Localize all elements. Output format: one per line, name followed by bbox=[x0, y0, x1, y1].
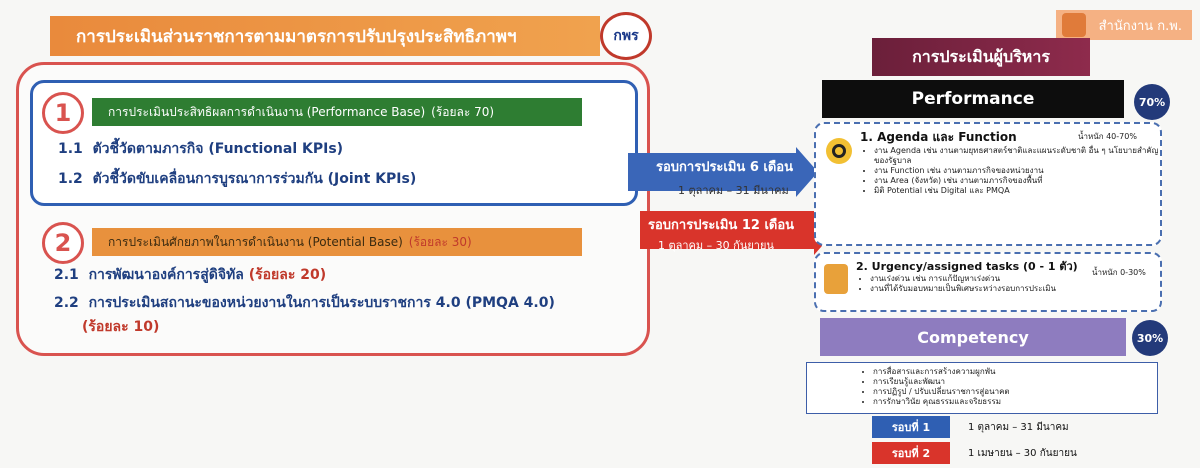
item-number: 1.1 bbox=[58, 141, 83, 157]
section2-heading: การประเมินศักยภาพในการดำเนินงาน (Potenti… bbox=[108, 234, 403, 249]
section1-heading: การประเมินประสิทธิผลการดำเนินงาน (Perfor… bbox=[108, 104, 426, 119]
hourglass-icon bbox=[824, 264, 848, 294]
page-title: การประเมินส่วนราชการตามมาตรการปรับปรุงปร… bbox=[50, 16, 600, 56]
urgency-title: 2. Urgency/assigned tasks (0 - 1 ตัว) bbox=[856, 260, 1078, 273]
list-item: งาน Function เช่น งานตามภารกิจของหน่วยงา… bbox=[874, 166, 1164, 176]
opdc-logo: กพร bbox=[600, 12, 652, 60]
list-item: การสื่อสารและการสร้างความผูกพัน bbox=[873, 367, 1163, 377]
section2-heading-pct: (ร้อยละ 30) bbox=[408, 234, 472, 249]
round-2-badge: รอบที่ 2 bbox=[872, 442, 950, 464]
urgency-box: 2. Urgency/assigned tasks (0 - 1 ตัว) น้… bbox=[814, 252, 1162, 312]
six-month-arrow-icon bbox=[628, 147, 818, 197]
item-number: 2.2 bbox=[54, 295, 79, 311]
competency-header: Competency bbox=[820, 318, 1126, 356]
item-number: 1.2 bbox=[58, 171, 83, 187]
six-month-period: 1 ตุลาคม – 31 มีนาคม bbox=[678, 184, 789, 197]
agenda-function-box: 1. Agenda และ Function น้ำหนัก 40-70% งา… bbox=[814, 122, 1162, 246]
six-month-label: รอบการประเมิน 6 เดือน bbox=[656, 160, 793, 175]
twelve-month-period: 1 ตุลาคม – 30 กันยายน bbox=[658, 239, 774, 252]
twelve-month-arrow-icon bbox=[640, 205, 836, 255]
list-item: งาน Area (จังหวัด) เช่น งานตามภารกิจของพ… bbox=[874, 176, 1164, 186]
list-item: งานเร่งด่วน เช่น การแก้ปัญหาเร่งด่วน bbox=[870, 274, 1110, 284]
target-icon bbox=[826, 138, 852, 164]
section1-number: 1 bbox=[42, 92, 84, 134]
twelve-month-label: รอบการประเมิน 12 เดือน bbox=[648, 218, 795, 233]
agenda-title: 1. Agenda และ Function bbox=[860, 130, 1017, 144]
agenda-weight: น้ำหนัก 40-70% bbox=[1078, 132, 1137, 141]
list-item: งานที่ได้รับมอบหมายเป็นพิเศษระหว่างรอบกา… bbox=[870, 284, 1110, 294]
round-1-period: 1 ตุลาคม – 31 มีนาคม bbox=[968, 422, 1069, 433]
item-text: ตัวชี้วัดตามภารกิจ (Functional KPIs) bbox=[92, 141, 344, 157]
performance-pct-badge: 70% bbox=[1134, 84, 1170, 120]
list-item: การเรียนรู้และพัฒนา bbox=[873, 377, 1163, 387]
item-text: การพัฒนาองค์การสู่ดิจิทัล bbox=[88, 267, 244, 283]
list-item: การรักษาวินัย คุณธรรมและจริยธรรม bbox=[873, 397, 1163, 407]
section2-heading-bar: การประเมินศักยภาพในการดำเนินงาน (Potenti… bbox=[92, 228, 582, 256]
competency-bullets: การสื่อสารและการสร้างความผูกพัน การเรียน… bbox=[859, 367, 1163, 407]
urgency-bullets: งานเร่งด่วน เช่น การแก้ปัญหาเร่งด่วน งาน… bbox=[856, 274, 1110, 294]
section1-item-1: 1.1 ตัวชี้วัดตามภารกิจ (Functional KPIs) bbox=[58, 138, 343, 160]
section2-item-2: 2.2 การประเมินสถานะของหน่วยงานในการเป็นร… bbox=[54, 292, 555, 314]
competency-pct-badge: 30% bbox=[1132, 320, 1168, 356]
list-item: งาน Agenda เช่น งานตามยุทธศาสตร์ชาติและแ… bbox=[874, 146, 1164, 166]
ocsc-label: สำนักงาน ก.พ. bbox=[1098, 18, 1182, 34]
section1-heading-bar: การประเมินประสิทธิผลการดำเนินงาน (Perfor… bbox=[92, 98, 582, 126]
section1-heading-pct: (ร้อยละ 70) bbox=[431, 104, 495, 119]
performance-header: Performance bbox=[822, 80, 1124, 118]
item-pct: (ร้อยละ 20) bbox=[248, 267, 327, 283]
section2-number: 2 bbox=[42, 222, 84, 264]
ocsc-emblem-icon bbox=[1062, 13, 1086, 37]
item-text: การประเมินสถานะของหน่วยงานในการเป็นระบบร… bbox=[88, 295, 555, 311]
section2-item-1: 2.1 การพัฒนาองค์การสู่ดิจิทัล (ร้อยละ 20… bbox=[54, 264, 326, 286]
competency-box: การสื่อสารและการสร้างความผูกพัน การเรียน… bbox=[806, 362, 1158, 414]
round-1-badge: รอบที่ 1 bbox=[872, 416, 950, 438]
executive-evaluation-header: การประเมินผู้บริหาร bbox=[872, 38, 1090, 76]
item-number: 2.1 bbox=[54, 267, 79, 283]
round-2-period: 1 เมษายน – 30 กันยายน bbox=[968, 448, 1077, 459]
list-item: มิติ Potential เช่น Digital และ PMQA bbox=[874, 186, 1164, 196]
urgency-weight: น้ำหนัก 0-30% bbox=[1092, 268, 1146, 277]
item-text: ตัวชี้วัดขับเคลื่อนการบูรณาการร่วมกัน (J… bbox=[92, 171, 417, 187]
list-item: การปฏิรูป / ปรับเปลี่ยนราชการสู่อนาคต bbox=[873, 387, 1163, 397]
ocsc-badge: สำนักงาน ก.พ. bbox=[1056, 10, 1192, 40]
section1-item-2: 1.2 ตัวชี้วัดขับเคลื่อนการบูรณาการร่วมกั… bbox=[58, 168, 416, 190]
section2-item-2-pct: (ร้อยละ 10) bbox=[82, 319, 160, 335]
agenda-bullets: งาน Agenda เช่น งานตามยุทธศาสตร์ชาติและแ… bbox=[860, 146, 1164, 196]
